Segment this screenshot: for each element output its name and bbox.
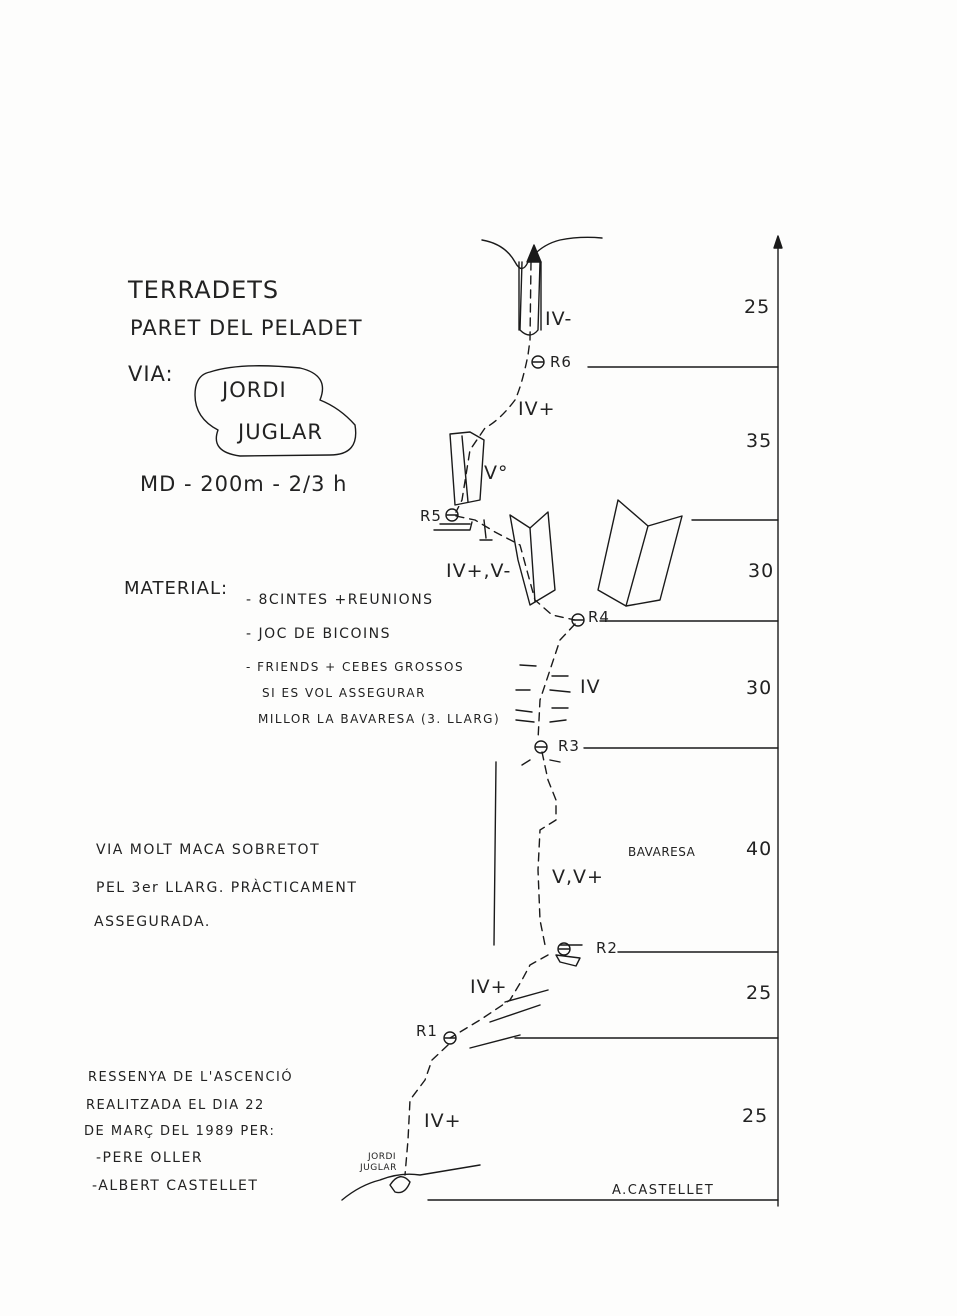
grade-label: IV+ — [518, 398, 556, 420]
material-item: - JOC DE BICOINS — [246, 626, 391, 642]
exit-arrow-icon — [526, 244, 542, 263]
belay-label: R5 — [420, 507, 442, 525]
via-label: VIA: — [128, 362, 174, 386]
grade-label: IV- — [545, 308, 573, 330]
pitch-length: 25 — [746, 982, 773, 1004]
ascent-line: RESSENYA DE L'ASCENCIÓ — [88, 1070, 294, 1085]
pitch-length: 25 — [742, 1105, 769, 1127]
grade-label: IV+ — [424, 1110, 462, 1132]
route-name-line1: JORDI — [222, 378, 287, 402]
grade-label: IV+,V- — [446, 560, 512, 582]
material-item: - FRIENDS + CEBES GROSSOS — [246, 660, 465, 674]
pitch-length: 25 — [744, 296, 771, 318]
ascent-line: DE MARÇ DEL 1989 PER: — [84, 1124, 276, 1139]
belay-label: R4 — [588, 608, 610, 626]
summit-notch — [481, 236, 603, 270]
bavaresa-crack — [493, 761, 497, 946]
author-signature: A.CASTELLET — [612, 1183, 715, 1198]
bavaresa-label: BAVARESA — [628, 845, 696, 859]
grade-length-time: MD - 200m - 2/3 h — [140, 472, 348, 496]
belay-label: R6 — [550, 353, 572, 371]
pitch-length: 40 — [746, 838, 773, 860]
wall-name: PARET DEL PELADET — [130, 316, 363, 340]
pitch-length: 30 — [748, 560, 775, 582]
belay-label: R2 — [596, 939, 618, 957]
pitch-length: 35 — [746, 430, 773, 452]
start-label: JUGLAR — [360, 1163, 397, 1173]
grade-label: IV — [580, 676, 601, 698]
area-name: TERRADETS — [128, 276, 280, 304]
axis-arrow-icon — [773, 235, 783, 249]
comment-line: VIA MOLT MACA SOBRETOT — [96, 842, 321, 858]
grade-label: IV+ — [470, 976, 508, 998]
route-name-line2: JUGLAR — [238, 420, 323, 444]
ascent-climber: -PERE OLLER — [96, 1150, 204, 1166]
route-line — [455, 515, 576, 621]
route-name-oval — [194, 365, 357, 457]
material-item: - 8CINTES +REUNIONS — [246, 592, 434, 608]
route-line — [404, 1044, 449, 1176]
comment-line: ASSEGURADA. — [94, 914, 211, 930]
ascent-line: REALITZADA EL DIA 22 — [86, 1098, 265, 1113]
pitch-length: 30 — [746, 677, 773, 699]
belay-label: R1 — [416, 1022, 438, 1040]
belay-label: R3 — [558, 737, 580, 755]
comment-line: PEL 3er LLARG. PRÀCTICAMENT — [96, 880, 358, 896]
start-label: JORDI — [368, 1152, 397, 1162]
ascent-climber: -ALBERT CASTELLET — [92, 1178, 259, 1194]
dihedral — [449, 431, 485, 506]
route-line — [537, 751, 557, 946]
route-line — [455, 261, 532, 513]
belay-markers — [443, 355, 585, 1045]
material-label: MATERIAL: — [124, 578, 229, 599]
route-line — [449, 954, 549, 1039]
route-line — [537, 623, 576, 741]
grade-label: V,V+ — [552, 866, 604, 888]
material-item: MILLOR LA BAVARESA (3. LLARG) — [258, 712, 501, 726]
grade-label: V° — [484, 462, 509, 484]
ground-line — [341, 1164, 481, 1201]
material-item: SI ES VOL ASSEGURAR — [262, 686, 426, 700]
